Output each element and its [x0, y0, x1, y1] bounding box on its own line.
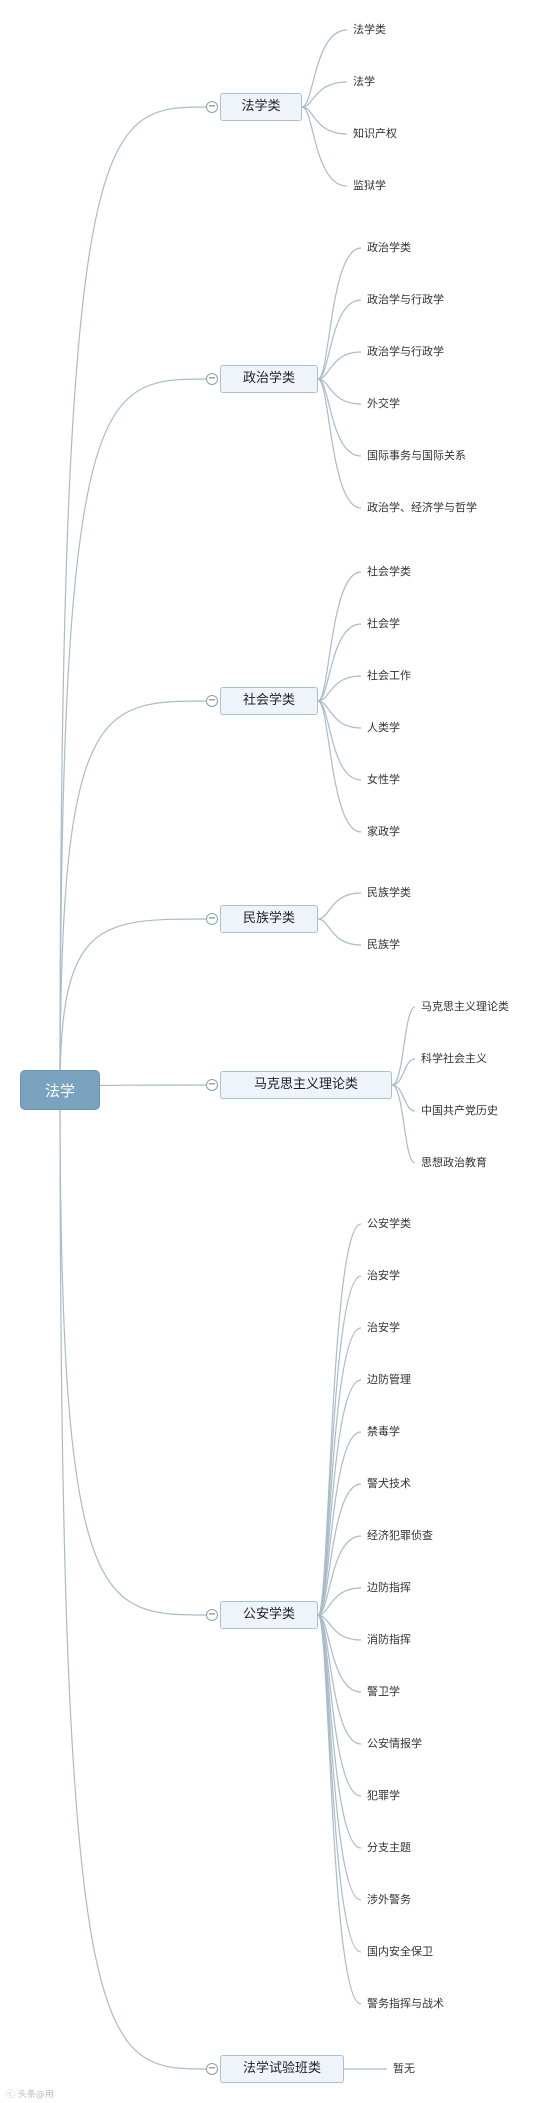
- leaf-node[interactable]: 暂无: [393, 2062, 415, 2075]
- leaf-node[interactable]: 经济犯罪侦查: [367, 1529, 433, 1542]
- root-connector: [59, 106, 209, 1091]
- leaf-connector: [301, 29, 348, 108]
- leaf-connector: [317, 1223, 362, 1616]
- leaf-connector: [317, 1483, 362, 1616]
- leaf-node[interactable]: 社会学类: [367, 565, 411, 578]
- leaf-connector: [317, 571, 362, 702]
- leaf-connector: [301, 81, 348, 108]
- root-connector: [59, 378, 209, 1091]
- root-connector: [59, 700, 209, 1091]
- leaf-connector: [317, 1614, 362, 2005]
- leaf-node[interactable]: 社会学: [367, 617, 400, 630]
- collapse-toggle[interactable]: −: [206, 1609, 218, 1621]
- collapse-toggle[interactable]: −: [206, 101, 218, 113]
- leaf-node[interactable]: 马克思主义理论类: [421, 1000, 509, 1013]
- leaf-node[interactable]: 犯罪学: [367, 1789, 400, 1802]
- leaf-node[interactable]: 女性学: [367, 773, 400, 786]
- leaf-connector: [317, 700, 362, 833]
- leaf-connector: [317, 1587, 362, 1616]
- branch-node[interactable]: 法学试验班类: [220, 2055, 344, 2083]
- leaf-node[interactable]: 民族学类: [367, 886, 411, 899]
- root-node[interactable]: 法学: [20, 1070, 100, 1110]
- leaf-connector: [317, 299, 362, 380]
- leaf-connector: [317, 700, 362, 781]
- leaf-connector: [317, 1535, 362, 1616]
- leaf-connector: [317, 1614, 362, 1641]
- leaf-node[interactable]: 人类学: [367, 721, 400, 734]
- leaf-node[interactable]: 分支主题: [367, 1841, 411, 1854]
- branch-node[interactable]: 社会学类: [220, 687, 318, 715]
- leaf-node[interactable]: 法学类: [353, 23, 386, 36]
- leaf-node[interactable]: 警卫学: [367, 1685, 400, 1698]
- leaf-node[interactable]: 政治学与行政学: [367, 345, 444, 358]
- root-connector: [59, 1089, 209, 1616]
- leaf-node[interactable]: 政治学与行政学: [367, 293, 444, 306]
- collapse-toggle[interactable]: −: [206, 373, 218, 385]
- branch-node[interactable]: 法学类: [220, 93, 302, 121]
- branch-node[interactable]: 马克思主义理论类: [220, 1071, 392, 1099]
- collapse-toggle[interactable]: −: [206, 2063, 218, 2075]
- branch-node[interactable]: 政治学类: [220, 365, 318, 393]
- leaf-connector: [391, 1084, 416, 1112]
- branch-node[interactable]: 公安学类: [220, 1601, 318, 1629]
- collapse-toggle[interactable]: −: [206, 913, 218, 925]
- leaf-node[interactable]: 涉外警务: [367, 1893, 411, 1906]
- leaf-node[interactable]: 边防管理: [367, 1373, 411, 1386]
- leaf-node[interactable]: 消防指挥: [367, 1633, 411, 1646]
- leaf-connector: [391, 1006, 416, 1086]
- leaf-node[interactable]: 治安学: [367, 1269, 400, 1282]
- leaf-node[interactable]: 社会工作: [367, 669, 411, 682]
- leaf-node[interactable]: 外交学: [367, 397, 400, 410]
- leaf-connector: [391, 1084, 416, 1164]
- leaf-node[interactable]: 民族学: [367, 938, 400, 951]
- leaf-node[interactable]: 知识产权: [353, 127, 397, 140]
- leaf-connector: [317, 1614, 362, 1693]
- leaf-node[interactable]: 国际事务与国际关系: [367, 449, 466, 462]
- watermark: ⓒ 头条@用: [6, 2090, 54, 2100]
- root-connector: [59, 1089, 209, 2070]
- leaf-node[interactable]: 中国共产党历史: [421, 1104, 498, 1117]
- leaf-node[interactable]: 监狱学: [353, 179, 386, 192]
- leaf-connector: [317, 378, 362, 457]
- leaf-connector: [317, 700, 362, 729]
- leaf-node[interactable]: 政治学、经济学与哲学: [367, 501, 477, 514]
- leaf-node[interactable]: 科学社会主义: [421, 1052, 487, 1065]
- leaf-connector: [317, 378, 362, 509]
- leaf-node[interactable]: 政治学类: [367, 241, 411, 254]
- leaf-connector: [301, 106, 348, 135]
- collapse-toggle[interactable]: −: [206, 1079, 218, 1091]
- leaf-connector: [317, 378, 362, 405]
- leaf-node[interactable]: 法学: [353, 75, 375, 88]
- leaf-node[interactable]: 禁毒学: [367, 1425, 400, 1438]
- leaf-connector: [391, 1058, 416, 1086]
- leaf-node[interactable]: 公安情报学: [367, 1737, 422, 1750]
- leaf-connector: [317, 247, 362, 380]
- collapse-toggle[interactable]: −: [206, 695, 218, 707]
- leaf-connector: [317, 1431, 362, 1616]
- leaf-node[interactable]: 边防指挥: [367, 1581, 411, 1594]
- leaf-connector: [317, 675, 362, 702]
- leaf-node[interactable]: 思想政治教育: [421, 1156, 487, 1169]
- leaf-node[interactable]: 警犬技术: [367, 1477, 411, 1490]
- leaf-node[interactable]: 国内安全保卫: [367, 1945, 433, 1958]
- leaf-connector: [317, 892, 362, 920]
- leaf-node[interactable]: 警务指挥与战术: [367, 1997, 444, 2010]
- leaf-connector: [317, 918, 362, 946]
- leaf-node[interactable]: 公安学类: [367, 1217, 411, 1230]
- root-connector: [59, 918, 209, 1091]
- leaf-node[interactable]: 家政学: [367, 825, 400, 838]
- leaf-connector: [317, 351, 362, 380]
- leaf-node[interactable]: 治安学: [367, 1321, 400, 1334]
- branch-node[interactable]: 民族学类: [220, 905, 318, 933]
- leaf-connector: [317, 623, 362, 702]
- leaf-connector: [301, 106, 348, 187]
